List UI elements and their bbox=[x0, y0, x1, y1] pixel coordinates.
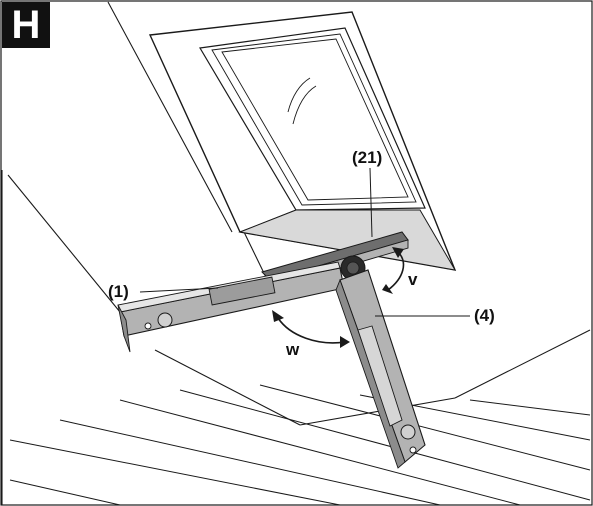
label-angle-v: v bbox=[408, 270, 418, 289]
angle-arrow-w bbox=[277, 317, 346, 344]
skylight-window bbox=[148, 11, 457, 271]
angle-arrow-v-head-bottom bbox=[382, 284, 393, 294]
angle-arrow-w-head-left bbox=[272, 310, 284, 322]
tool-arm-4-slot bbox=[357, 325, 403, 427]
angle-arrow-w-head-right bbox=[340, 336, 350, 348]
figure-letter-badge: H bbox=[2, 2, 50, 48]
angle-arrow-v-head-top bbox=[392, 247, 404, 258]
leader-lines bbox=[139, 167, 470, 317]
tool-arm-4-knob bbox=[400, 424, 416, 440]
tool-arm-4-hole bbox=[409, 446, 417, 454]
label-part-21: (21) bbox=[352, 148, 383, 167]
label-part-4: (4) bbox=[474, 306, 495, 325]
tool-arm-1-slider bbox=[208, 276, 276, 306]
tool-arm-1-knob bbox=[157, 312, 173, 328]
label-angle-w: w bbox=[286, 340, 300, 359]
tool-hinge-inner bbox=[346, 261, 360, 275]
floor-lines bbox=[9, 384, 591, 506]
tool-arm-1-end bbox=[117, 304, 131, 353]
tool-arm-1-hole bbox=[144, 322, 152, 330]
label-part-1: (1) bbox=[108, 282, 129, 301]
